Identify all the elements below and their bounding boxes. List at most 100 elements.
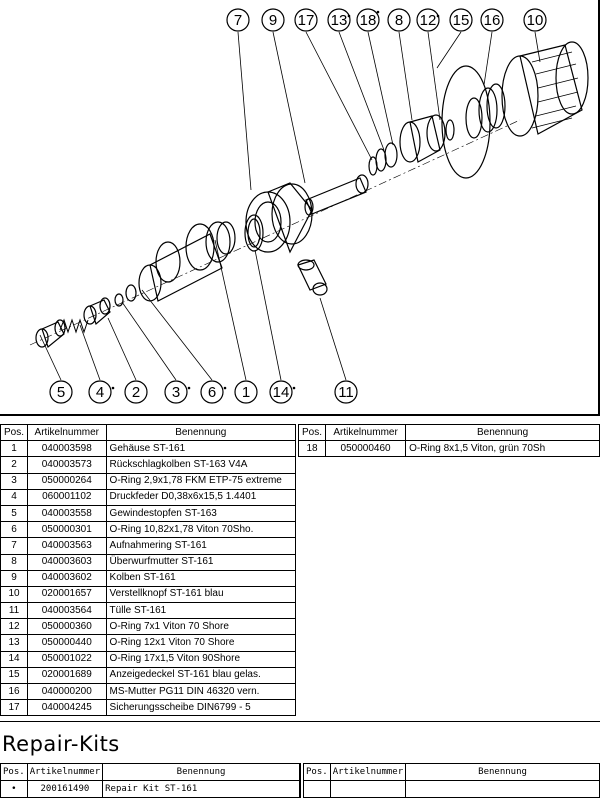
repair-kit-marker-dot <box>436 14 440 18</box>
cell-benennung: O-Ring 10,82x1,78 Viton 70Sho. <box>105 521 297 539</box>
callout-circle <box>234 380 258 404</box>
callout-circle <box>269 380 293 404</box>
part-housing <box>138 221 236 302</box>
cell-artikelnummer: 050000360 <box>27 618 107 636</box>
callout-label: 17 <box>298 12 315 29</box>
callout-circle <box>356 8 380 32</box>
cell-artikelnummer: 040004245 <box>27 699 107 717</box>
col-header-pos: Pos. <box>303 763 331 781</box>
cell-benennung: O-Ring 12x1 Viton 70 Shore <box>105 634 297 652</box>
cell-artikelnummer: 050000460 <box>325 440 407 458</box>
callout-circle <box>49 380 73 404</box>
cell-artikelnummer: 050000440 <box>27 634 107 652</box>
cell-artikelnummer: 060001102 <box>27 488 107 506</box>
cell-pos: 16 <box>0 682 29 701</box>
cell-pos: 10 <box>0 585 29 604</box>
cell-benennung: Aufnahmering ST-161 <box>105 537 297 555</box>
cell-benennung: Druckfeder D0,38x6x15,5 1.4401 <box>105 488 297 506</box>
cell-benennung: Repair Kit ST-161 <box>102 780 301 798</box>
col-header-pos: Pos. <box>0 763 28 781</box>
cell-artikelnummer: 040003598 <box>27 440 107 458</box>
col-header-benennung: Benennung <box>405 423 600 442</box>
part-piston <box>304 174 369 216</box>
col-header-benennung: Benennung <box>102 763 301 781</box>
cell-pos: 11 <box>0 602 29 620</box>
cell-pos: 17 <box>0 699 29 717</box>
cell-pos: • <box>0 780 28 798</box>
callout-circle <box>261 8 285 32</box>
cell-pos: 4 <box>0 488 29 506</box>
cell-artikelnummer: 040003563 <box>27 537 107 555</box>
callout-circle <box>294 8 318 32</box>
cell-artikelnummer: 040003558 <box>27 504 107 523</box>
callout-label: 1 <box>242 384 250 401</box>
callout-label: 2 <box>132 384 140 401</box>
part-ms-nut <box>478 83 506 133</box>
table-row <box>303 780 600 798</box>
cell-pos: 14 <box>0 650 29 668</box>
repair-kits-title: Repair-Kits <box>2 732 120 756</box>
cell-benennung: O-Ring 2,9x1,78 FKM ETP-75 extreme <box>105 472 297 490</box>
cell-pos: 2 <box>0 456 29 474</box>
cell-artikelnummer: 200161490 <box>26 780 104 798</box>
leader-lines <box>39 31 541 381</box>
part-check-piston <box>83 297 111 326</box>
callout-label: 18 <box>360 12 377 29</box>
cell-benennung: Gehäuse ST-161 <box>105 440 297 458</box>
cell-artikelnummer: 050000301 <box>27 521 107 539</box>
callout-label: 5 <box>57 384 65 401</box>
part-plug <box>35 319 66 349</box>
callout-label: 16 <box>484 12 501 29</box>
callout-circle <box>164 380 188 404</box>
callout-circle <box>416 8 440 32</box>
col-header-pos: Pos. <box>297 423 327 442</box>
callout-label: 11 <box>338 384 354 401</box>
divider <box>0 721 600 722</box>
col-header-benennung: Benennung <box>105 423 297 442</box>
part-union-nut <box>399 114 446 163</box>
callout-circle <box>523 8 547 32</box>
part-sleeve <box>297 259 328 296</box>
cell-benennung: Rückschlagkolben ST-163 V4A <box>105 456 297 474</box>
col-header-benennung: Benennung <box>405 763 600 781</box>
repair-kit-marker-dot <box>223 386 227 390</box>
cell-benennung: Anzeigedeckel ST-161 blau gelas. <box>105 666 297 685</box>
cell-artikelnummer: 040003602 <box>27 569 107 587</box>
callout-label: 7 <box>234 12 242 29</box>
callout-circle <box>387 8 411 32</box>
callout-label: 13 <box>331 12 348 29</box>
cell-pos: 1 <box>0 440 29 458</box>
center-axis <box>29 119 521 346</box>
callout-circle <box>88 380 112 404</box>
cell-artikelnummer: 020001689 <box>27 666 107 685</box>
cell-pos: 3 <box>0 472 29 490</box>
cell-benennung: Sicherungsscheibe DIN6799 - 5 <box>105 699 297 717</box>
cell-artikelnummer: 040003603 <box>27 553 107 571</box>
cell-artikelnummer: 040003564 <box>27 602 107 620</box>
cell-pos: 15 <box>0 666 29 685</box>
part-spring <box>59 318 89 334</box>
callout-label: 6 <box>208 384 216 401</box>
cell-artikelnummer: 040003573 <box>27 456 107 474</box>
repair-kit-marker-dot <box>347 14 351 18</box>
cell-benennung: Gewindestopfen ST-163 <box>105 504 297 523</box>
cell-benennung: Tülle ST-161 <box>105 602 297 620</box>
callout-circle <box>334 380 358 404</box>
callout-circle <box>327 8 351 32</box>
cell-artikelnummer: 050001022 <box>27 650 107 668</box>
